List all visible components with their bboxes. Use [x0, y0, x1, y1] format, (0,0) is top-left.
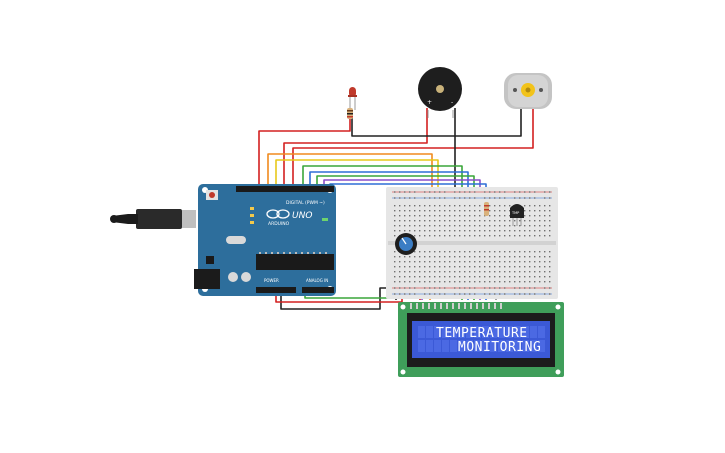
- breadboard-resistor[interactable]: [484, 202, 489, 216]
- power-header: [256, 287, 296, 293]
- power-jack[interactable]: [194, 269, 220, 289]
- brand-label: ARDUINO: [268, 221, 290, 227]
- wire-red-led[interactable]: [258, 118, 351, 188]
- breadboard-holes: [394, 191, 551, 295]
- wire-yellow[interactable]: [275, 159, 439, 212]
- wire-black-motor[interactable]: [455, 108, 522, 137]
- lcd-line-1: TEMPERATURE: [436, 326, 528, 341]
- power-label: POWER: [264, 278, 279, 283]
- model-label: UNO: [292, 211, 312, 221]
- atmega-chip: [256, 254, 334, 270]
- buzzer-minus-label: -: [451, 99, 453, 106]
- analog-label: ANALOG IN: [306, 278, 328, 283]
- wire-orange[interactable]: [267, 153, 433, 212]
- lcd-line-2: MONITORING: [458, 340, 541, 355]
- piezo-buzzer[interactable]: + -: [418, 67, 462, 118]
- dc-motor[interactable]: [504, 73, 552, 109]
- digital-header: [236, 186, 334, 192]
- arduino-uno-board[interactable]: DIGITAL (PWM ~) ARDUINO UNO: [194, 184, 336, 296]
- usb-cable[interactable]: [110, 209, 196, 229]
- buzzer-plus-label: +: [427, 99, 432, 106]
- lcd-module[interactable]: TEMPERATURE MONITORING: [398, 302, 564, 377]
- sensor-label: TMP: [511, 211, 519, 215]
- lcd-character-cells: [418, 326, 545, 352]
- wire-red-buzzer[interactable]: [283, 108, 428, 188]
- digital-label: DIGITAL (PWM ~): [286, 200, 325, 206]
- resistor[interactable]: [347, 108, 353, 119]
- wire-black-buzzer-gnd[interactable]: [351, 108, 456, 137]
- arduino-logo-icon: [266, 209, 290, 219]
- analog-header: [302, 287, 334, 293]
- lcd-pin-header: [410, 303, 502, 309]
- temperature-sensor[interactable]: TMP: [510, 204, 524, 226]
- potentiometer[interactable]: [395, 233, 417, 255]
- wire-red-motor[interactable]: [292, 108, 534, 188]
- red-led[interactable]: [348, 87, 357, 110]
